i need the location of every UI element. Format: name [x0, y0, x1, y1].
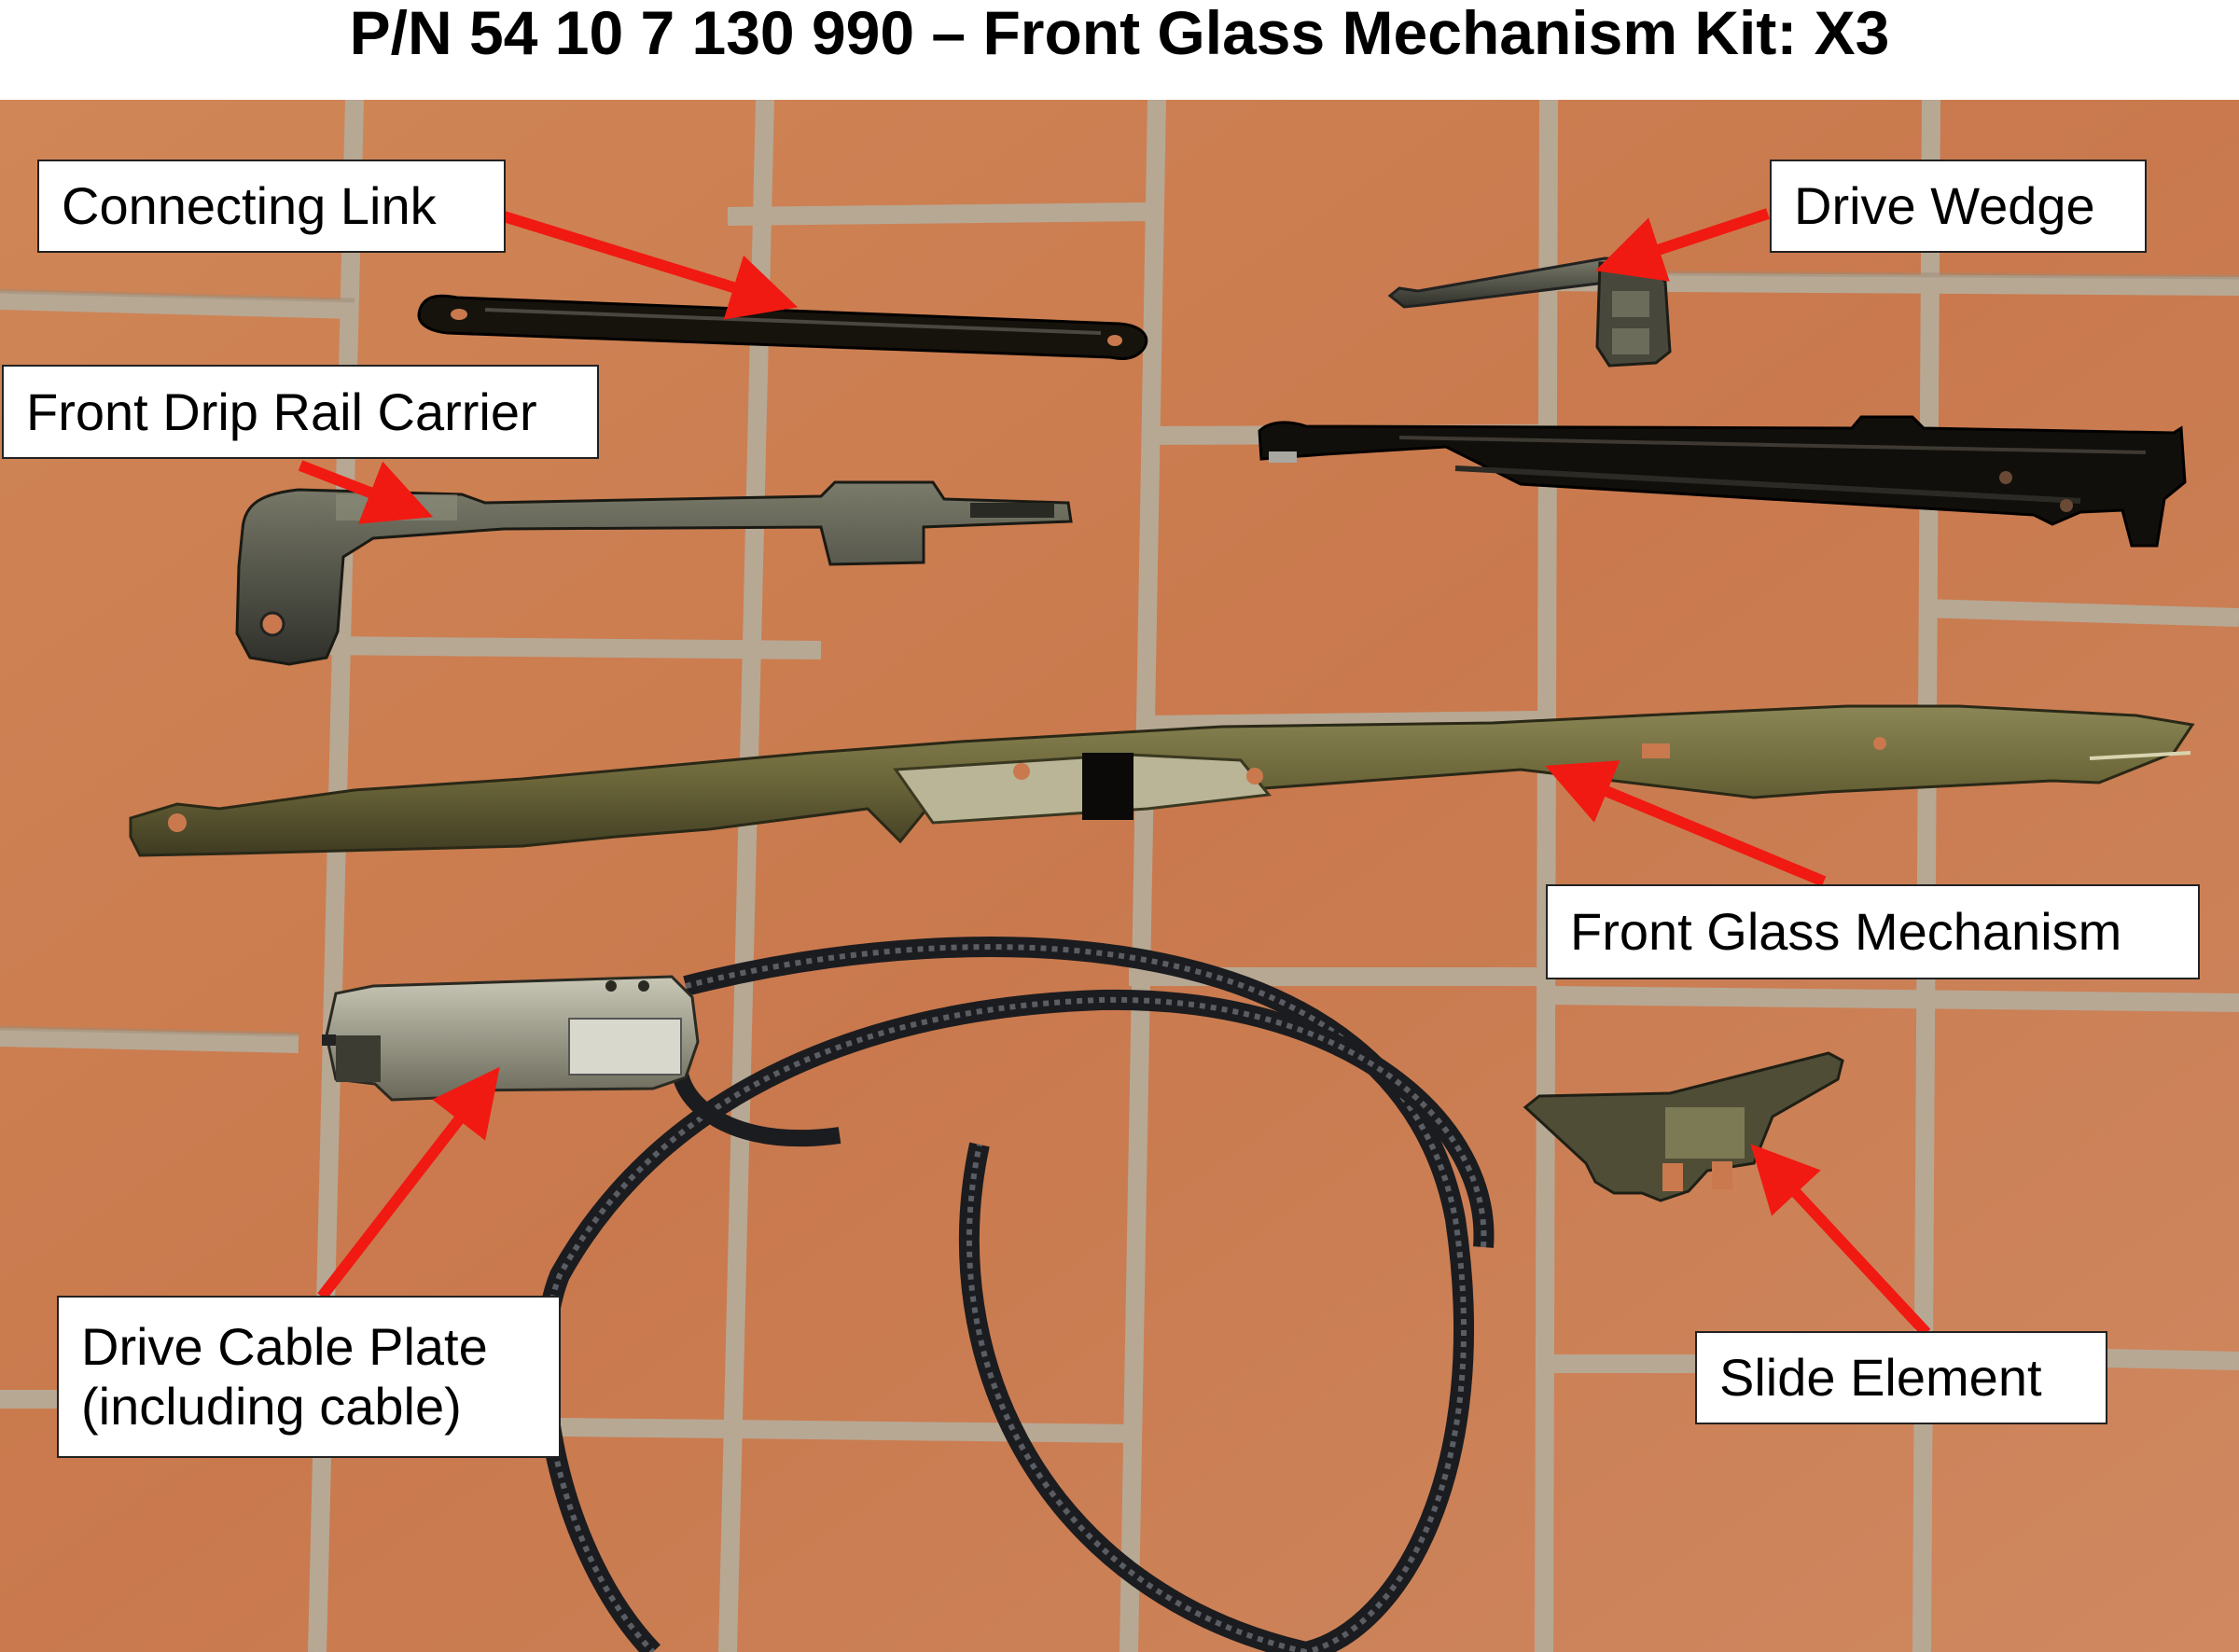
label-front-drip-rail-carrier-text: Front Drip Rail Carrier: [26, 382, 537, 441]
label-drive-cable-plate: Drive Cable Plate (including cable): [57, 1296, 561, 1458]
black-track-part: [1258, 415, 2187, 548]
parts-photo: Connecting Link Drive Wedge Front Drip R…: [0, 100, 2239, 1652]
connecting-link-part: [417, 294, 1148, 361]
drive-cable-plate-part: [322, 975, 700, 1102]
arrow-slide-element: [1750, 1144, 1931, 1338]
label-slide-element-text: Slide Element: [1719, 1348, 2042, 1407]
label-drive-cable-plate-line2: (including cable): [81, 1377, 462, 1436]
label-connecting-link-text: Connecting Link: [62, 176, 437, 235]
callout-arrows: [298, 208, 1931, 1338]
front-glass-mechanism-part: [129, 704, 2195, 857]
page-title: P/N 54 10 7 130 990 – Front Glass Mechan…: [349, 0, 1890, 67]
arrow-front-drip-rail-carrier: [298, 460, 434, 524]
label-drive-wedge-text: Drive Wedge: [1794, 176, 2095, 235]
arrow-front-glass-mechanism: [1545, 760, 1827, 887]
label-drive-wedge: Drive Wedge: [1770, 160, 2147, 253]
drive-wedge-part: [1387, 257, 1672, 368]
label-front-glass-mechanism-text: Front Glass Mechanism: [1570, 902, 2122, 961]
slide-element-part: [1523, 1051, 1844, 1202]
label-front-drip-rail-carrier: Front Drip Rail Carrier: [2, 365, 599, 459]
arrow-connecting-link: [502, 211, 799, 320]
arrow-drive-wedge: [1595, 208, 1770, 282]
label-slide-element: Slide Element: [1695, 1331, 2107, 1424]
label-connecting-link: Connecting Link: [37, 160, 506, 253]
label-front-glass-mechanism: Front Glass Mechanism: [1546, 884, 2200, 979]
label-drive-cable-plate-line1: Drive Cable Plate: [81, 1317, 488, 1376]
arrow-drive-cable-plate: [317, 1066, 500, 1300]
